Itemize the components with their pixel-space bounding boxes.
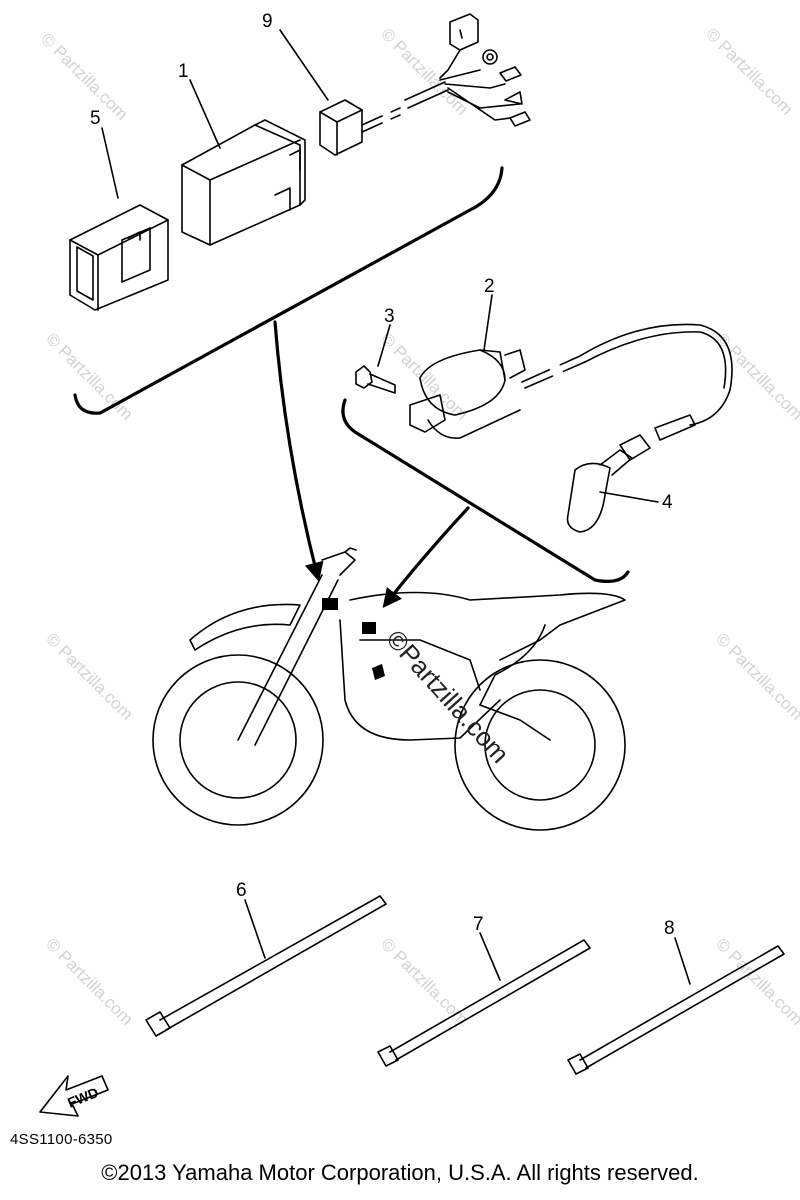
watermark-text: © Partzilla.com — [42, 629, 136, 723]
watermark-text: © Partzilla.com — [712, 629, 800, 723]
callout-2: 2 — [484, 276, 495, 297]
leader-4 — [599, 491, 659, 503]
leader-6 — [244, 899, 266, 959]
part-2-ignition-coil — [409, 323, 733, 439]
callout-5: 5 — [90, 108, 101, 129]
part-3-bolt — [355, 365, 396, 394]
diagram-part-code: 4SS1100-6350 — [10, 1131, 113, 1148]
callout-8: 8 — [664, 918, 675, 939]
watermark-text: © Partzilla.com — [712, 934, 800, 1028]
callout-9: 9 — [262, 11, 273, 32]
watermark-group: © Partzilla.com © Partzilla.com © Partzi… — [37, 24, 800, 1028]
callout-6: 6 — [236, 880, 247, 901]
part-9-harness — [319, 13, 531, 156]
leader-9 — [279, 29, 329, 101]
watermark-text: © Partzilla.com — [42, 934, 136, 1028]
coil-marker — [362, 622, 376, 634]
leader-5 — [101, 127, 119, 199]
callout-3: 3 — [384, 306, 395, 327]
leader-2 — [483, 294, 493, 351]
leader-7 — [479, 932, 501, 981]
leader-1 — [189, 79, 221, 149]
part-5-module — [69, 204, 169, 311]
cdi-marker — [322, 598, 338, 610]
watermark-text: © Partzilla.com — [702, 24, 796, 118]
arrow-to-frame — [273, 320, 324, 582]
middle-group-bracket — [341, 398, 630, 583]
watermark-text: © Partzilla.com — [37, 29, 131, 123]
arrow-to-coil-location — [382, 506, 470, 609]
motorcycle-outline — [152, 547, 626, 831]
fwd-arrow-icon: FWD — [39, 1075, 109, 1117]
part-6-cable-tie — [145, 895, 387, 1037]
watermark-text: © Partzilla.com — [377, 329, 471, 423]
part-7-cable-tie — [377, 939, 591, 1067]
part-1-cdi-unit — [181, 119, 306, 246]
callout-4: 4 — [662, 492, 673, 513]
callout-1: 1 — [178, 61, 189, 82]
part-8-cable-tie — [567, 945, 785, 1075]
callout-7: 7 — [473, 914, 484, 935]
copyright-notice: ©2013 Yamaha Motor Corporation, U.S.A. A… — [101, 1160, 699, 1185]
center-watermark: ©Partzilla.com — [381, 624, 516, 769]
watermark-text: © Partzilla.com — [377, 934, 471, 1028]
watermark-text: © Partzilla.com — [42, 329, 136, 423]
part-4-spark-plug-cap — [566, 414, 696, 533]
watermark-text: © Partzilla.com — [377, 24, 471, 118]
leader-8 — [674, 937, 691, 985]
leader-3 — [377, 324, 391, 367]
upper-group-bracket — [73, 166, 504, 415]
